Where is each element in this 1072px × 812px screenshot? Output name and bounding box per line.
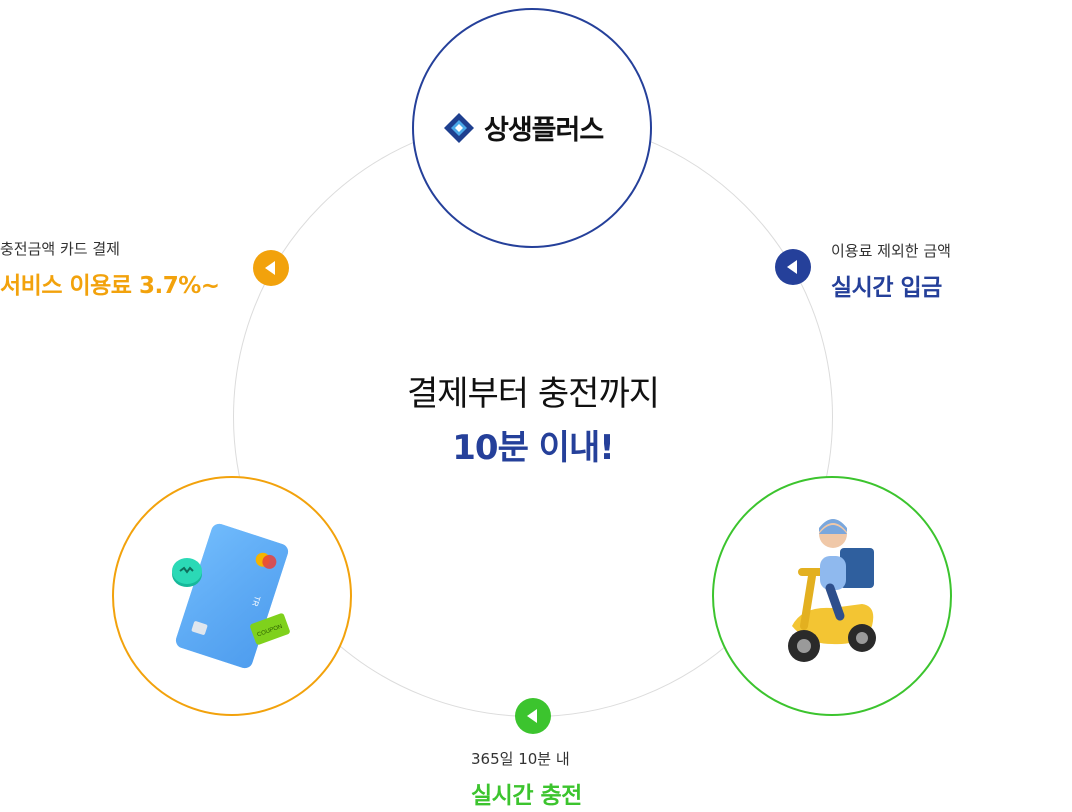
brand-logo: 상생플러스 [442, 108, 604, 147]
logo-node: 상생플러스 [412, 8, 652, 248]
headline-line1: 결제부터 충전까지 [406, 374, 660, 414]
payment-arrow-badge [253, 250, 289, 286]
arrow-left-icon [787, 260, 797, 274]
headline-line2: 10분 이내! [452, 428, 615, 468]
charge-node [712, 476, 952, 716]
card-brand-mark: TR [250, 595, 262, 608]
card-coupon-illustration: TR COUPON [172, 523, 290, 669]
payment-title: 서비스 이용료 3.7%~ [0, 273, 220, 299]
payment-node: TR COUPON [112, 476, 352, 716]
arrow-left-icon [265, 261, 275, 275]
delivery-scooter-illustration [788, 519, 876, 662]
deposit-caption: 이용료 제외한 금액 [831, 242, 951, 260]
charge-arrow-badge [515, 698, 551, 734]
charge-caption: 365일 10분 내 [471, 750, 570, 768]
deposit-arrow-badge [775, 249, 811, 285]
charge-title: 실시간 충전 [471, 783, 582, 809]
logo-text: 상생플러스 [484, 115, 604, 146]
arrow-left-icon [527, 709, 537, 723]
payment-caption: 충전금액 카드 결제 [0, 240, 120, 258]
logo-mark-icon [444, 112, 474, 143]
deposit-title: 실시간 입금 [831, 275, 942, 301]
